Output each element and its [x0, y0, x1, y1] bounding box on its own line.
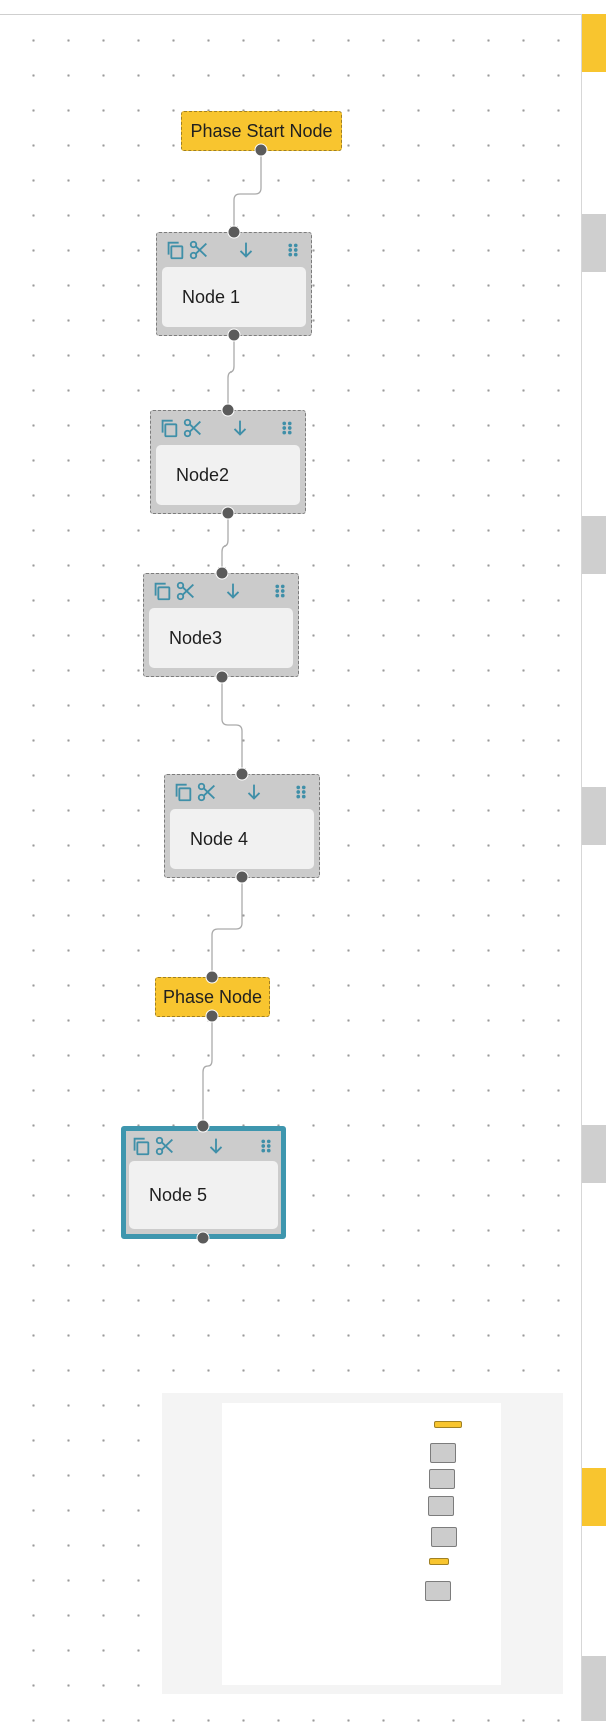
- minimap-node-phase-start: [434, 1421, 462, 1428]
- node-label: Node 1: [182, 286, 241, 307]
- scissors-icon[interactable]: [153, 1134, 177, 1158]
- minimap[interactable]: [162, 1393, 563, 1694]
- task-node-4[interactable]: Node 4: [164, 774, 320, 878]
- rail-marker-bottom[interactable]: [582, 1656, 606, 1721]
- output-port[interactable]: [227, 328, 241, 342]
- rail-marker-phase-start[interactable]: [582, 14, 606, 72]
- copy-icon[interactable]: [129, 1134, 153, 1158]
- node-label: Node2: [176, 464, 230, 485]
- copy-icon[interactable]: [171, 780, 195, 804]
- vertical-scroll-rail[interactable]: [581, 14, 608, 1721]
- node-label: Phase Node: [162, 986, 263, 1007]
- minimap-node-2: [429, 1469, 455, 1489]
- scissors-icon[interactable]: [195, 780, 219, 804]
- copy-icon[interactable]: [150, 579, 174, 603]
- minimap-node-3: [428, 1496, 454, 1516]
- node-body[interactable]: Node2: [156, 445, 300, 505]
- rail-marker-node-4[interactable]: [582, 787, 606, 845]
- arrow-down-icon[interactable]: [234, 238, 258, 262]
- scissors-icon[interactable]: [174, 579, 198, 603]
- drag-handle-icon[interactable]: [275, 416, 299, 440]
- drag-handle-icon[interactable]: [289, 780, 313, 804]
- drag-handle-icon[interactable]: [254, 1134, 278, 1158]
- drag-handle-icon[interactable]: [268, 579, 292, 603]
- rail-marker-node-3[interactable]: [582, 516, 606, 574]
- arrow-down-icon[interactable]: [242, 780, 266, 804]
- rail-marker-phase-node[interactable]: [582, 1468, 606, 1526]
- copy-icon[interactable]: [163, 238, 187, 262]
- scissors-icon[interactable]: [181, 416, 205, 440]
- task-node-5[interactable]: Node 5: [121, 1126, 286, 1239]
- output-port[interactable]: [254, 143, 268, 157]
- input-port[interactable]: [235, 767, 249, 781]
- minimap-node-4: [431, 1527, 457, 1547]
- output-port[interactable]: [196, 1231, 210, 1245]
- rail-marker-node-5[interactable]: [582, 1125, 606, 1183]
- node-label: Phase Start Node: [190, 120, 333, 141]
- copy-icon[interactable]: [157, 416, 181, 440]
- minimap-node-phase: [429, 1558, 449, 1565]
- node-body[interactable]: Node3: [149, 608, 293, 668]
- input-port[interactable]: [196, 1119, 210, 1133]
- node-toolbar: [150, 576, 292, 606]
- arrow-down-icon[interactable]: [204, 1134, 228, 1158]
- rail-marker-node-1[interactable]: [582, 214, 606, 272]
- arrow-down-icon[interactable]: [221, 579, 245, 603]
- output-port[interactable]: [235, 870, 249, 884]
- node-toolbar: [163, 235, 305, 265]
- arrow-down-icon[interactable]: [228, 416, 252, 440]
- task-node-1[interactable]: Node 1: [156, 232, 312, 336]
- minimap-node-1: [430, 1443, 456, 1463]
- node-label: Node 4: [190, 828, 249, 849]
- node-label: Node 5: [149, 1184, 208, 1205]
- node-body[interactable]: Node 5: [129, 1161, 278, 1229]
- input-port[interactable]: [215, 566, 229, 580]
- drag-handle-icon[interactable]: [281, 238, 305, 262]
- input-port[interactable]: [221, 403, 235, 417]
- node-body[interactable]: Node 1: [162, 267, 306, 327]
- output-port[interactable]: [215, 670, 229, 684]
- node-label: Node3: [169, 627, 223, 648]
- minimap-viewport[interactable]: [222, 1403, 501, 1685]
- task-node-2[interactable]: Node2: [150, 410, 306, 514]
- minimap-node-5: [425, 1581, 451, 1601]
- node-toolbar: [157, 413, 299, 443]
- node-toolbar: [129, 1131, 278, 1161]
- task-node-3[interactable]: Node3: [143, 573, 299, 677]
- output-port[interactable]: [205, 1009, 219, 1023]
- input-port[interactable]: [205, 970, 219, 984]
- node-toolbar: [171, 777, 313, 807]
- scissors-icon[interactable]: [187, 238, 211, 262]
- node-body[interactable]: Node 4: [170, 809, 314, 869]
- output-port[interactable]: [221, 506, 235, 520]
- input-port[interactable]: [227, 225, 241, 239]
